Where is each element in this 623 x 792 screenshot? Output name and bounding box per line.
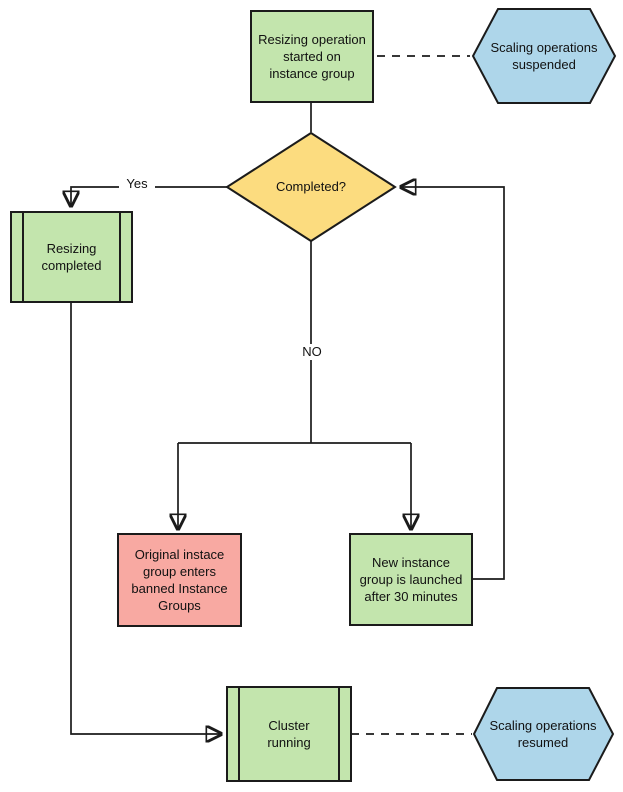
edge-label-yes: Yes	[119, 176, 155, 193]
node-cluster-running: Cluster running	[226, 686, 352, 782]
node-new-instance-group-label: New instance group is launched after 30 …	[359, 554, 463, 605]
hexagon-resumed-shape	[472, 687, 615, 781]
node-new-instance-group: New instance group is launched after 30 …	[349, 533, 473, 626]
node-start-label: Resizing operation started on instance g…	[258, 31, 366, 82]
node-banned-groups: Original instace group enters banned Ins…	[117, 533, 242, 627]
hexagon-suspended-shape	[471, 8, 617, 104]
node-start: Resizing operation started on instance g…	[250, 10, 374, 103]
node-cluster-running-label: Cluster running	[267, 717, 311, 750]
node-resizing-completed: Resizing completed	[10, 211, 133, 303]
node-resizing-completed-label: Resizing completed	[41, 240, 102, 273]
connector-decision-yes	[71, 186, 227, 206]
connector-resizing-to-cluster	[70, 303, 221, 734]
node-banned-groups-label: Original instace group enters banned Ins…	[131, 546, 228, 614]
connector-new-group-to-decision	[401, 187, 505, 580]
edge-label-no: NO	[296, 344, 328, 361]
decision-diamond-shape	[225, 131, 397, 243]
